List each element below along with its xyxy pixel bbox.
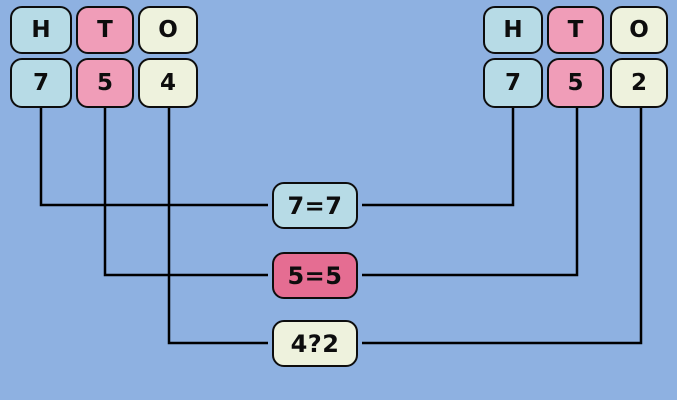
left-tens-connector xyxy=(103,108,268,277)
left-ones-digit: 4 xyxy=(138,58,198,108)
left-hundreds-header: H xyxy=(10,6,72,54)
right-tens-connector xyxy=(362,108,579,277)
right-tens-header: T xyxy=(547,6,604,54)
right-ones-digit: 2 xyxy=(610,58,668,108)
right-tens-digit: 5 xyxy=(547,58,604,108)
left-tens-digit: 5 xyxy=(76,58,134,108)
compare-hundreds-box: 7=7 xyxy=(272,182,358,229)
left-hundreds-connector xyxy=(39,108,268,207)
left-tens-header: T xyxy=(76,6,134,54)
right-ones-header: O xyxy=(610,6,668,54)
left-hundreds-digit: 7 xyxy=(10,58,72,108)
compare-ones-box: 4?2 xyxy=(272,320,358,367)
compare-tens-box: 5=5 xyxy=(272,252,358,299)
right-hundreds-header: H xyxy=(483,6,543,54)
left-ones-connector xyxy=(167,108,268,345)
right-hundreds-connector xyxy=(362,108,515,207)
right-ones-connector xyxy=(362,108,643,345)
left-ones-header: O xyxy=(138,6,198,54)
right-hundreds-digit: 7 xyxy=(483,58,543,108)
